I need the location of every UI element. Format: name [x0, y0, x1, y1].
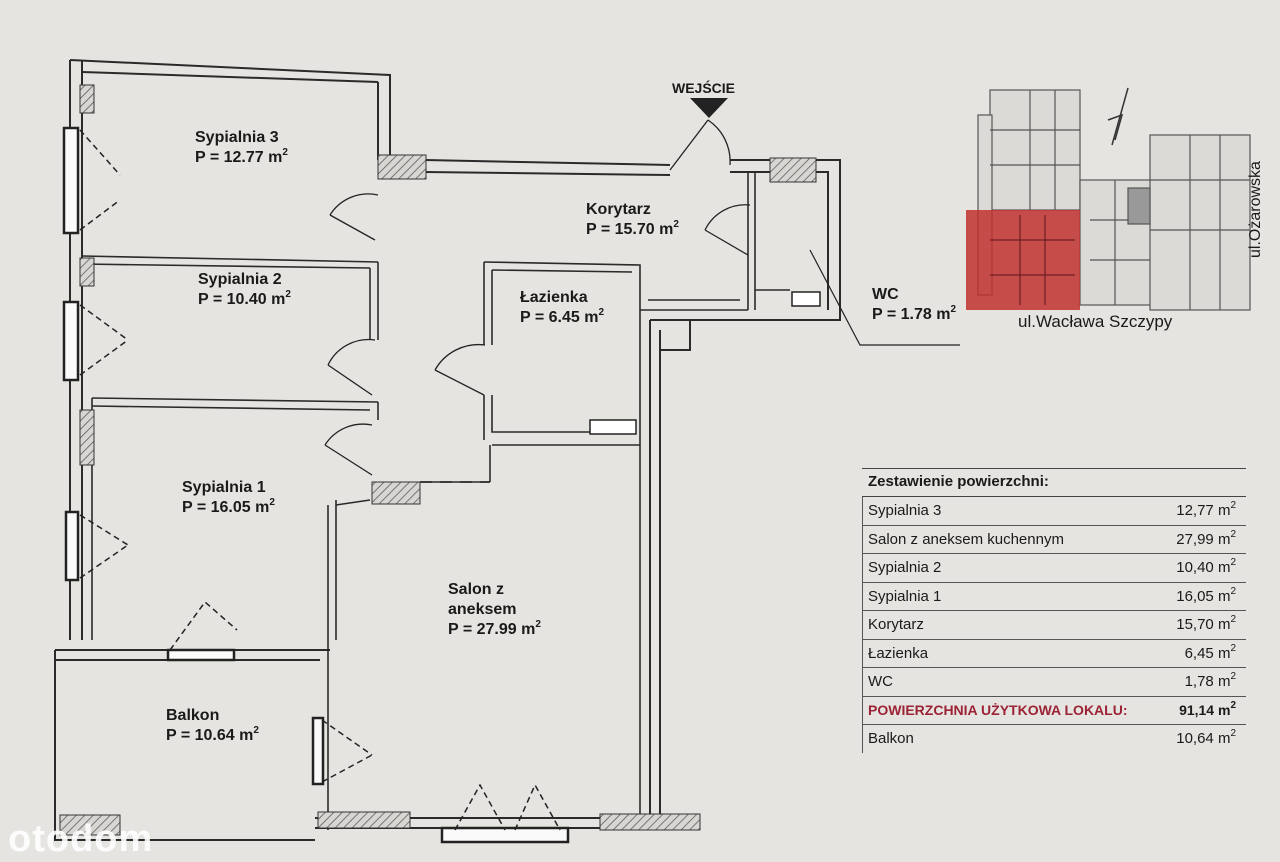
summary-row-name: Sypialnia 2 [868, 559, 942, 576]
summary-row-value: 6,45 m2 [1184, 642, 1236, 662]
room-area: P = 10.64 m2 [166, 725, 259, 745]
apartment-location-highlight [966, 210, 1080, 310]
wc-leader-line [809, 249, 960, 346]
summary-row: Łazienka 6,45 m2 [862, 639, 1246, 668]
columns [59, 84, 817, 836]
room-label-salon: Salon z aneksem P = 27.99 m2 [448, 580, 541, 640]
summary-row: Sypialnia 2 10,40 m2 [862, 554, 1246, 583]
summary-row: Sypialnia 1 16,05 m2 [862, 582, 1246, 611]
summary-row-value: 27,99 m2 [1176, 528, 1236, 548]
summary-row-name: Sypialnia 1 [868, 587, 942, 605]
summary-row-value: 16,05 m2 [1176, 585, 1236, 605]
north-arrow-icon [1107, 87, 1129, 146]
street-label-horizontal: ul.Wacława Szczypy [1018, 312, 1173, 331]
summary-row-value: 1,78 m2 [1184, 671, 1236, 691]
summary-row-name: Salon z aneksem kuchennym [868, 530, 1064, 548]
summary-row-name: WC [868, 673, 893, 690]
summary-row-value: 12,77 m2 [1176, 500, 1236, 520]
summary-balkon-name: Balkon [868, 730, 914, 747]
summary-total-row: POWIERZCHNIA UŻYTKOWA LOKALU: 91,14 m2 [862, 696, 1246, 725]
room-label-wc: WC P = 1.78 m2 [872, 285, 956, 325]
door-swings [79, 129, 561, 831]
room-name-line1: Salon z [448, 581, 505, 598]
room-name: Sypialnia 3 [195, 129, 279, 146]
room-name: WC [872, 286, 899, 303]
summary-row: Salon z aneksem kuchennym 27,99 m2 [862, 525, 1246, 554]
room-name: Sypialnia 2 [198, 271, 282, 288]
room-area: P = 10.40 m2 [198, 289, 291, 309]
room-label-sypialnia1: Sypialnia 1 P = 16.05 m2 [182, 478, 275, 518]
room-area: P = 27.99 m2 [448, 619, 541, 639]
room-name-line2: aneksem [448, 601, 517, 618]
summary-title: Zestawienie powierzchni: [862, 469, 1246, 497]
room-name: Sypialnia 1 [182, 479, 266, 496]
room-label-sypialnia2: Sypialnia 2 P = 10.40 m2 [198, 270, 291, 310]
fixture-wc [791, 291, 821, 307]
summary-row-name: Korytarz [868, 616, 924, 633]
summary-row: Korytarz 15,70 m2 [862, 611, 1246, 640]
street-label-vertical: ul.Ożarowska [1247, 161, 1264, 258]
room-area: P = 12.77 m2 [195, 147, 288, 167]
room-name: Łazienka [520, 289, 588, 306]
door-arcs [324, 119, 751, 476]
room-label-korytarz: Korytarz P = 15.70 m2 [586, 200, 679, 240]
summary-row-value: 10,40 m2 [1176, 557, 1236, 577]
entry-arrow-icon [690, 98, 728, 118]
summary-row: WC 1,78 m2 [862, 668, 1246, 697]
room-label-balkon: Balkon P = 10.64 m2 [166, 706, 259, 746]
room-area: P = 6.45 m2 [520, 307, 604, 327]
summary-row-value: 15,70 m2 [1176, 614, 1236, 634]
summary-row: Sypialnia 3 12,77 m2 [862, 497, 1246, 526]
summary-total-name: POWIERZCHNIA UŻYTKOWA LOKALU: [868, 701, 1128, 718]
highlight-detail [990, 215, 1075, 305]
windows [62, 126, 570, 844]
room-label-sypialnia3: Sypialnia 3 P = 12.77 m2 [195, 128, 288, 168]
summary-row-name: Sypialnia 3 [868, 502, 942, 519]
room-name: Balkon [166, 707, 220, 724]
summary-row-name: Łazienka [868, 644, 929, 662]
summary-balkon-value: 10,64 m2 [1176, 728, 1236, 748]
summary-balkon-row: Balkon 10,64 m2 [862, 725, 1246, 753]
room-area: P = 16.05 m2 [182, 497, 275, 517]
summary-total-value: 91,14 m2 [1179, 699, 1236, 718]
room-area: P = 15.70 m2 [586, 219, 679, 239]
entry-label: WEJŚCIE [672, 80, 736, 96]
fixture-lazienka [589, 419, 637, 435]
room-area: P = 1.78 m2 [872, 304, 956, 324]
room-name: Korytarz [586, 201, 651, 218]
area-summary-table: Zestawienie powierzchni: Sypialnia 3 12,… [862, 468, 1246, 753]
interior-walls [81, 172, 790, 830]
watermark-logo: otodom [8, 818, 154, 860]
room-label-lazienka: Łazienka P = 6.45 m2 [520, 288, 604, 328]
